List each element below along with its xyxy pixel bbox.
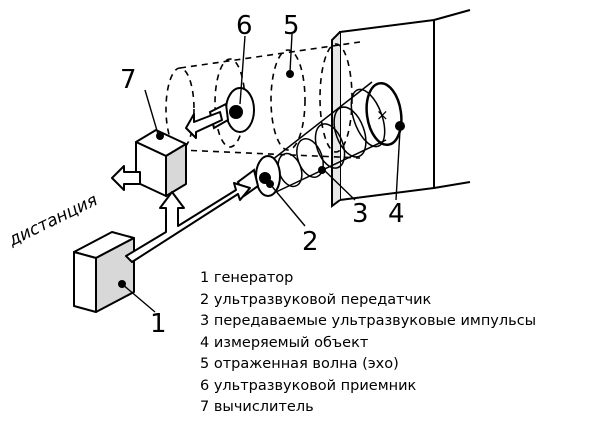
- legend-item-computer: 7 вычислитель: [200, 399, 314, 415]
- legend-item-transmitted-pulses: 3 передаваемые ультразвуковые импульсы: [200, 313, 537, 329]
- callout-1: 1: [150, 309, 167, 339]
- legend-item-echo-wave: 5 отраженная волна (эхо): [200, 356, 399, 372]
- legend-item-receiver: 6 ультразвуковой приемник: [200, 377, 417, 394]
- callout-leaders: [121, 33, 401, 313]
- ultrasonic-receiver: [208, 87, 255, 133]
- signal-arrows: [111, 111, 251, 263]
- callout-6: 6: [236, 11, 253, 41]
- distance-label: дистанция: [5, 190, 101, 251]
- generator-box: [73, 231, 135, 313]
- callout-7: 7: [120, 65, 137, 95]
- legend-item-transmitter: 2 ультразвуковой передатчик: [200, 291, 432, 308]
- echo-wave-cone: [165, 41, 361, 159]
- legend-item-generator: 1 генератор: [200, 270, 294, 286]
- legend-item-measured-object: 4 измеряемый объект: [200, 334, 369, 351]
- callout-dots: [118, 70, 326, 288]
- callout-5: 5: [283, 11, 300, 41]
- callout-2: 2: [302, 227, 319, 257]
- callout-3: 3: [352, 199, 369, 229]
- measured-object: ×: [365, 81, 405, 147]
- legend: 1 генератор 2 ультразвуковой передатчик …: [200, 268, 600, 419]
- transmitted-pulses: [271, 81, 387, 193]
- callout-4: 4: [388, 199, 405, 229]
- computer-box: [135, 129, 187, 197]
